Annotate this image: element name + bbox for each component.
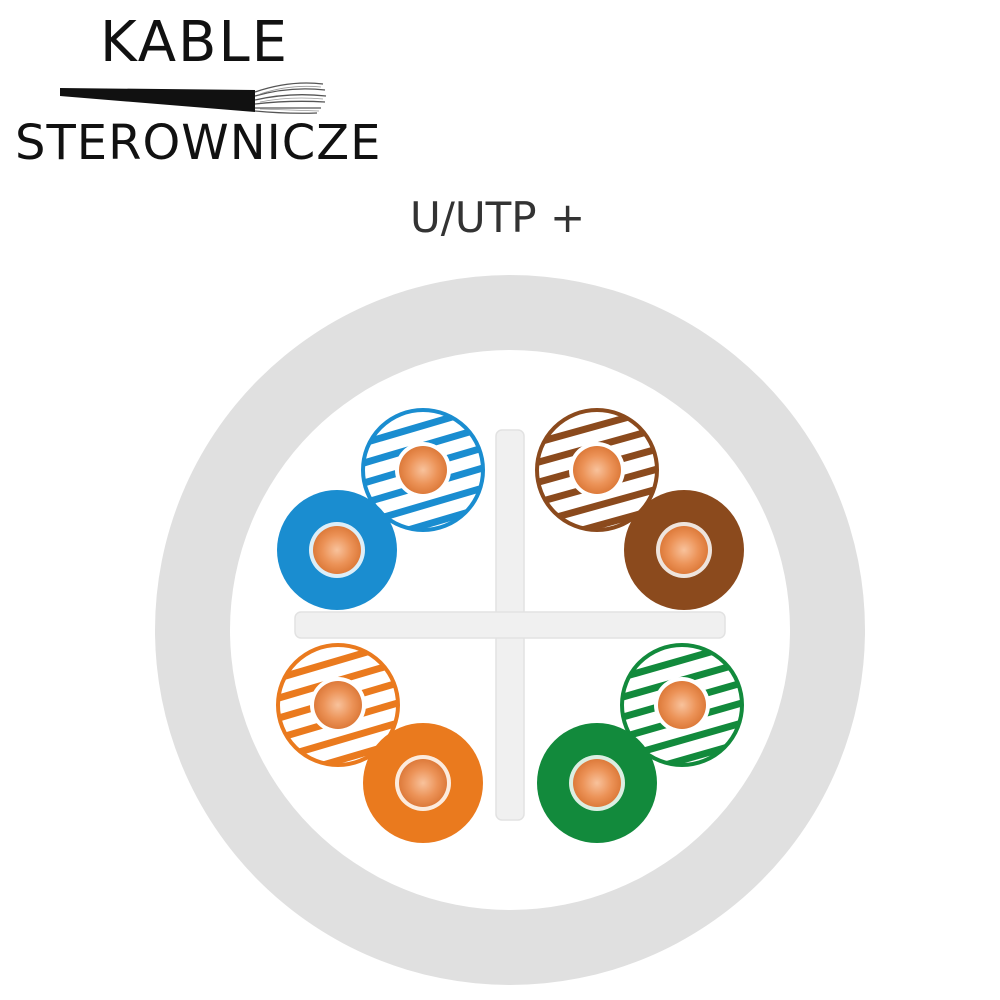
pair-brown bbox=[535, 408, 744, 610]
brand-logo: KABLE STEROWNICZE bbox=[0, 0, 382, 185]
pair-blue bbox=[277, 408, 485, 610]
pair-green bbox=[537, 643, 744, 843]
wire-orange bbox=[363, 723, 483, 843]
stranded-wire-icon bbox=[60, 82, 327, 114]
logo-line2: STEROWNICZE bbox=[15, 115, 382, 171]
logo-line1: KABLE bbox=[100, 10, 290, 75]
wire-brown bbox=[624, 490, 744, 610]
wire-green bbox=[537, 723, 657, 843]
cable-type-label: U/UTP + bbox=[410, 193, 586, 242]
cross-separator bbox=[294, 429, 726, 821]
wire-blue bbox=[277, 490, 397, 610]
